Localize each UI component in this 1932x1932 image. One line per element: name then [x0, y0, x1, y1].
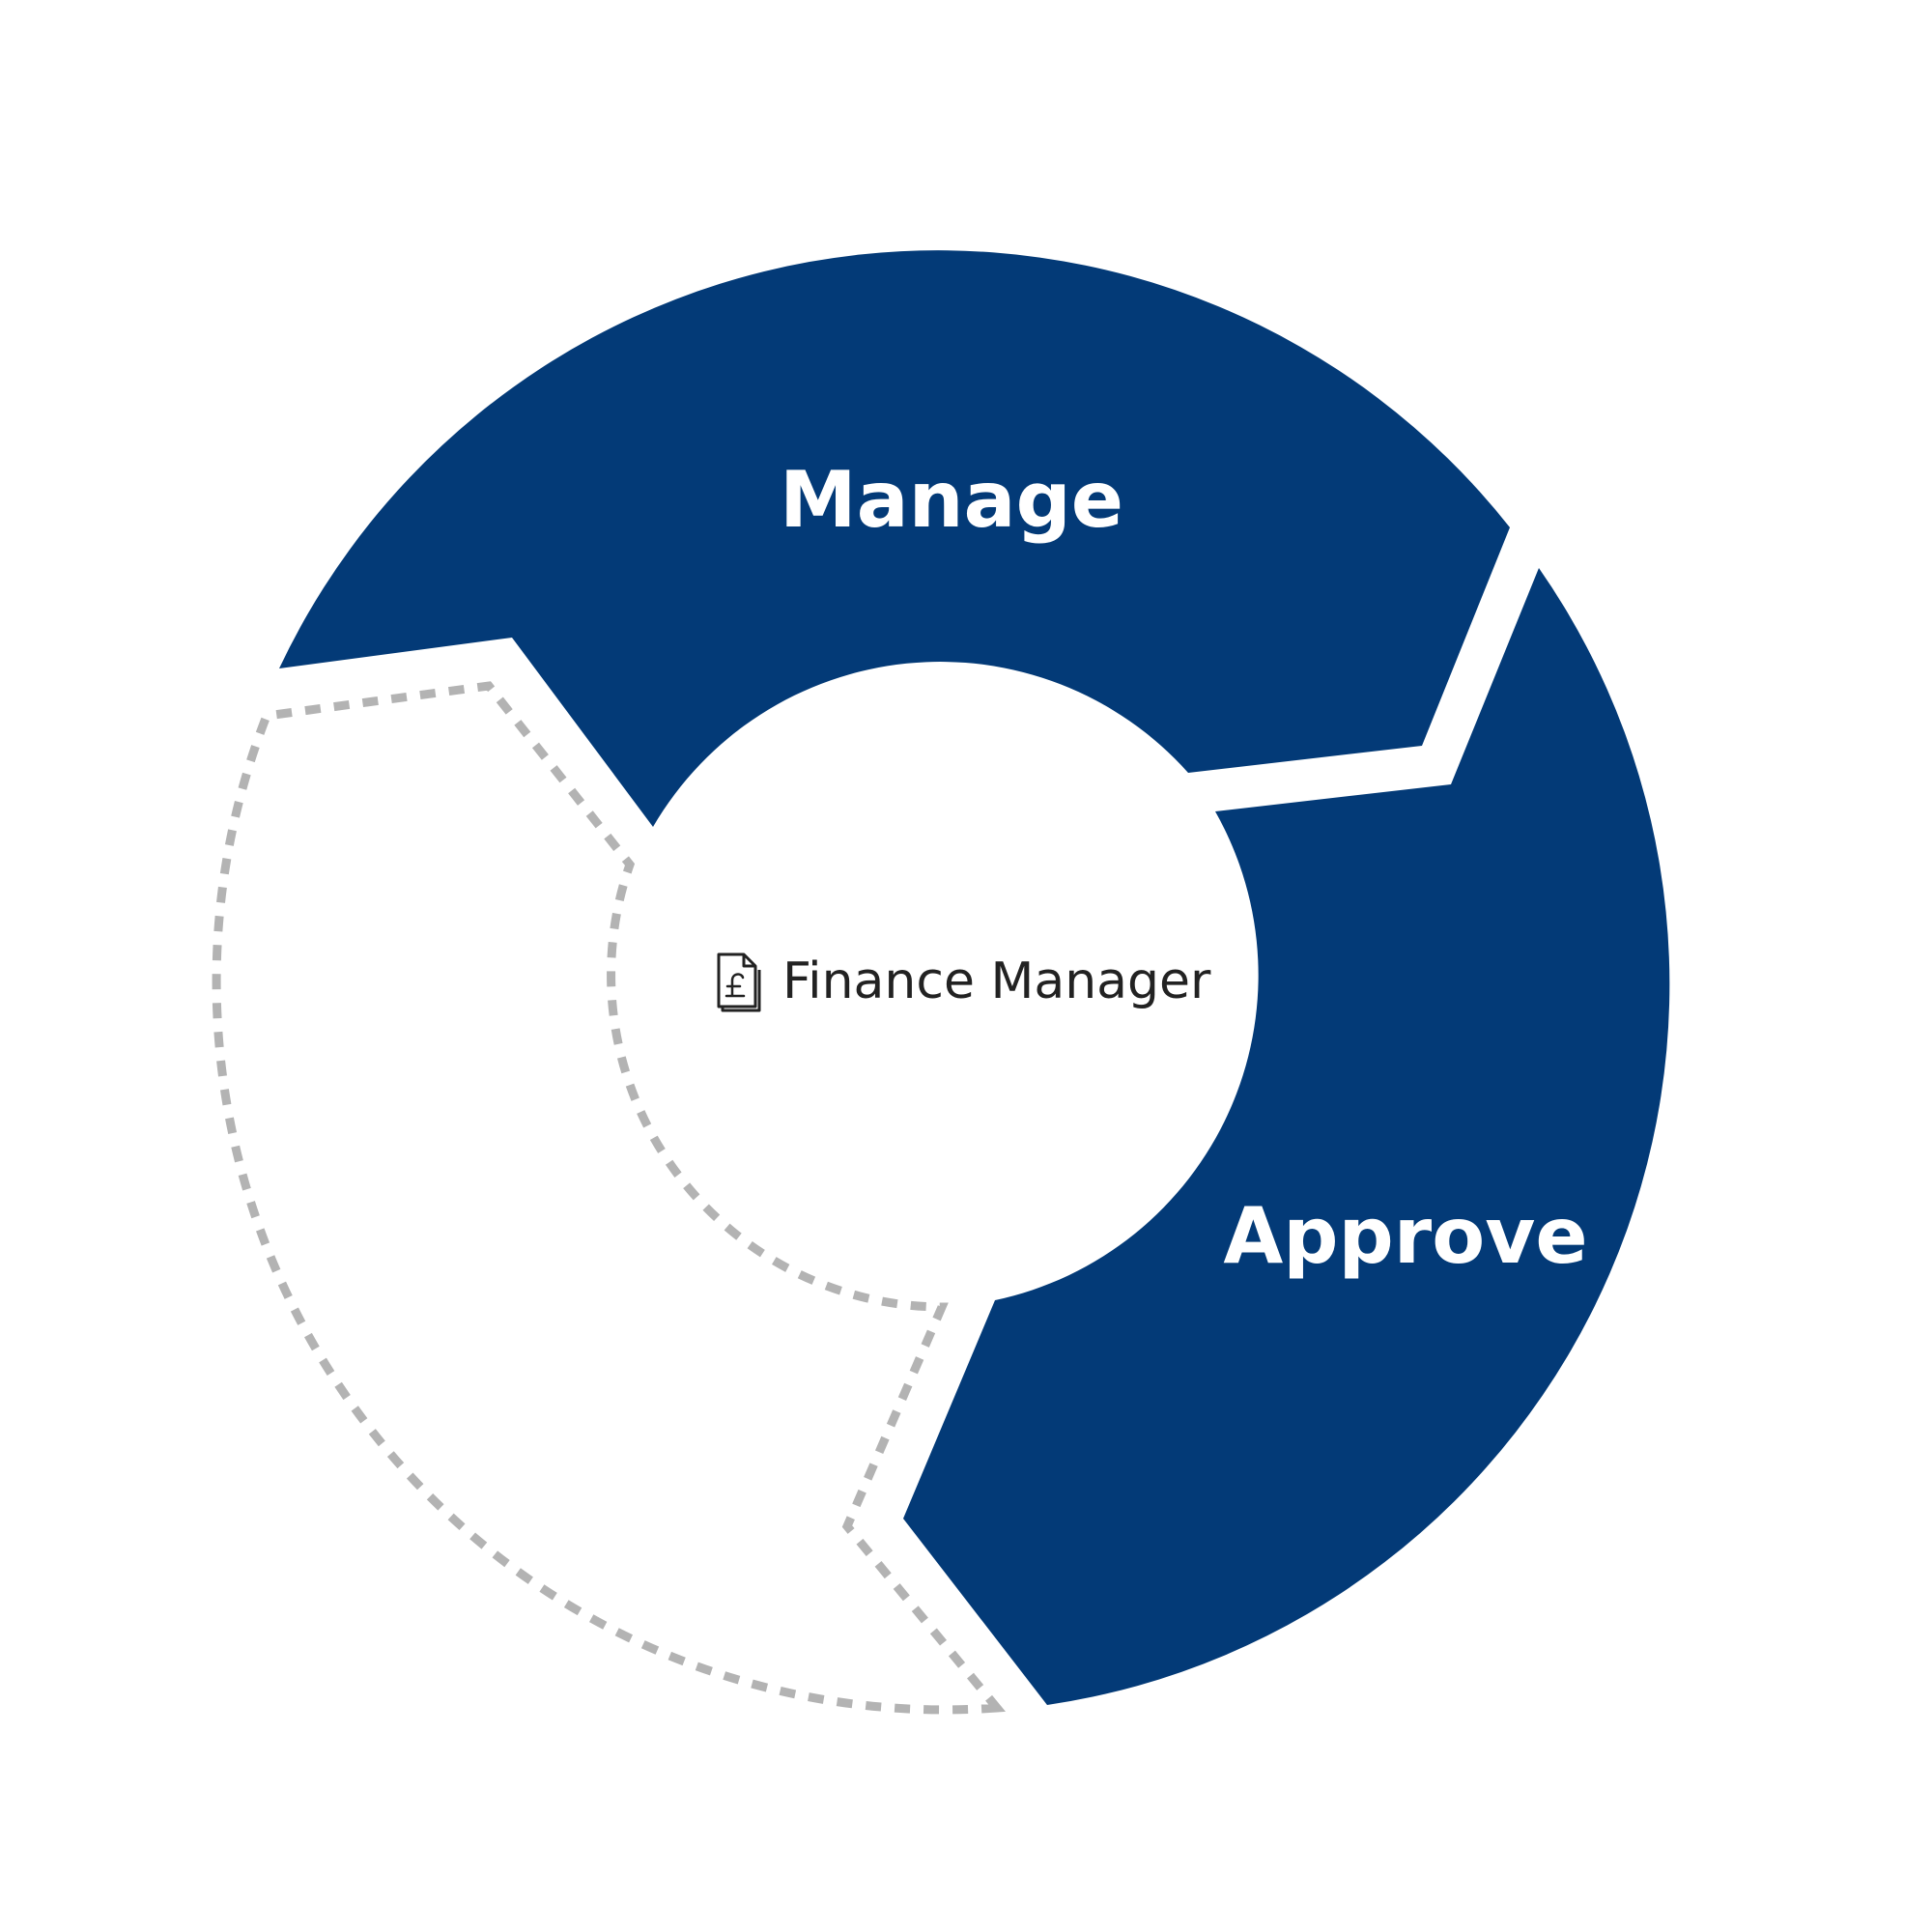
- segment-manage-label: Manage: [780, 455, 1123, 545]
- segment-approve: [903, 568, 1670, 1705]
- segment-empty-dashed: [212, 681, 1007, 1715]
- segment-approve-label: Approve: [1223, 1191, 1587, 1281]
- center-label: Finance Manager: [782, 952, 1211, 1010]
- pound-document-icon: [717, 952, 761, 1012]
- segment-manage: [279, 250, 1510, 828]
